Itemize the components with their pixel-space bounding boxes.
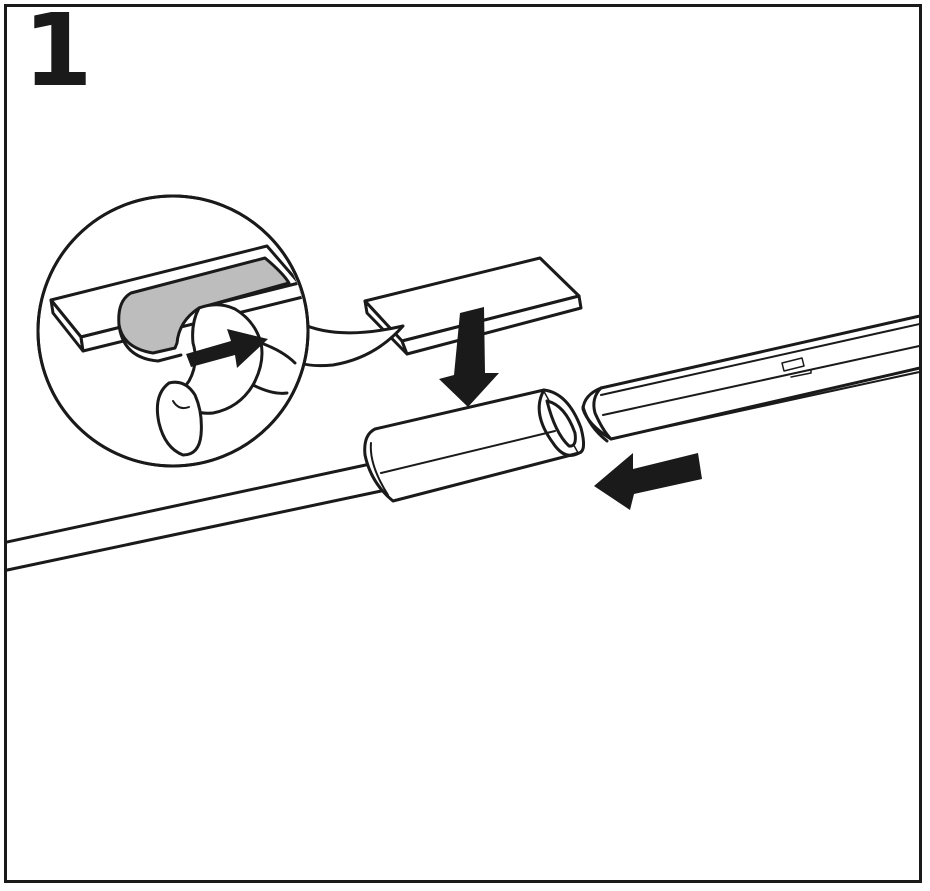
cable (7, 461, 388, 572)
adhesive-pad (363, 256, 583, 356)
press-down-arrow (439, 307, 499, 407)
fingers (155, 303, 297, 457)
slide-left-arrow (594, 453, 702, 510)
instruction-panel: 1 (4, 4, 922, 883)
step-number: 1 (23, 4, 93, 109)
peel-arrow (186, 329, 268, 368)
light-strip (581, 314, 919, 443)
assembly-illustration (7, 194, 919, 572)
detail-callout-tail (298, 321, 405, 368)
detail-magnifier (36, 194, 310, 468)
connector (363, 388, 586, 503)
